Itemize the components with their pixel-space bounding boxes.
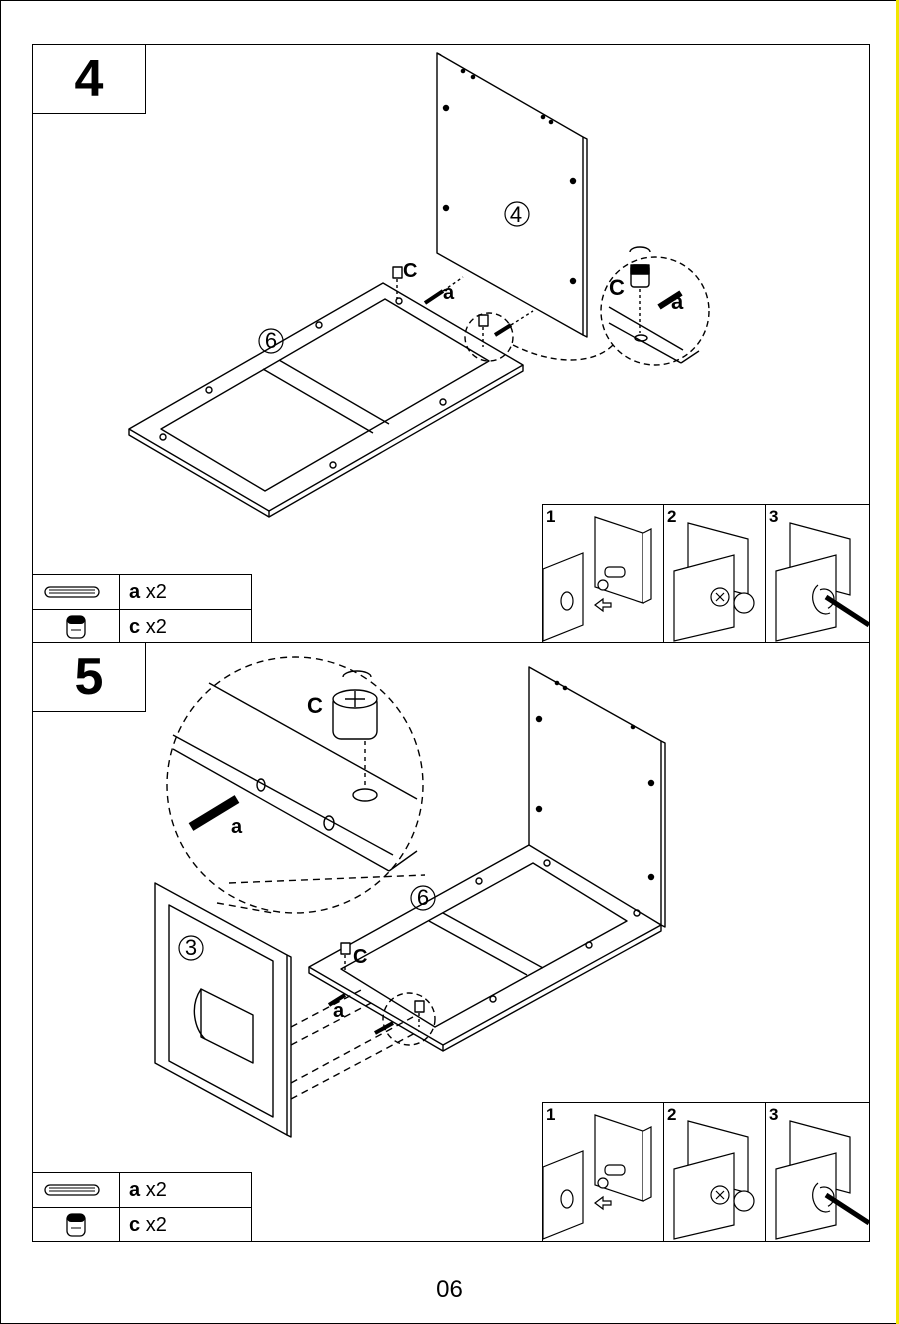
wood-dowel-icon (33, 1173, 120, 1207)
callout-cam: C (353, 946, 367, 968)
callout-dowel: a (443, 282, 455, 304)
part-qty: x2 (146, 1179, 167, 1201)
cam-lock-icon (33, 610, 120, 644)
part-letter: c (129, 616, 140, 638)
part-letter: a (129, 1179, 140, 1201)
parts-row-cam: c x2 (33, 1208, 251, 1242)
zoom-callout-cam: C (307, 693, 323, 718)
cam-lock-sequence: 1 2 (542, 1102, 869, 1241)
parts-row-dowel: a x2 (33, 1173, 251, 1208)
cam-lock-icon (33, 1208, 120, 1242)
sequence-step-2: 2 (664, 505, 766, 643)
callout-dowel: a (333, 1000, 345, 1022)
panel-label-base: 6 (265, 328, 277, 353)
zoom-callout-dowel: a (671, 289, 684, 314)
sequence-step-2: 2 (664, 1103, 766, 1241)
sequence-step-3: 3 (766, 505, 869, 643)
panel-label-moving: 4 (510, 202, 522, 227)
page-number: 06 (0, 1276, 899, 1304)
parts-list: a x2 c x2 (33, 574, 252, 643)
part-qty: x2 (146, 581, 167, 603)
step-number: 4 (33, 45, 146, 114)
zoom-callout-dowel: a (231, 816, 243, 838)
panel-label-moving: 3 (185, 935, 197, 960)
part-letter: a (129, 581, 140, 603)
parts-list: a x2 c x2 (33, 1172, 252, 1241)
zoom-callout-cam: C (609, 275, 625, 300)
panel-label-base: 6 (417, 885, 429, 910)
sequence-step-1: 1 (543, 1103, 664, 1241)
part-qty: x2 (146, 1214, 167, 1236)
step-5-panel: a C 6 3 C a 5 a x2 (32, 642, 870, 1242)
step-4-panel: 4 6 C a C a 4 a x2 (32, 44, 870, 644)
cam-lock-sequence: 1 2 (542, 504, 869, 643)
callout-cam: C (403, 260, 417, 282)
part-qty: x2 (146, 616, 167, 638)
parts-row-cam: c x2 (33, 610, 251, 644)
sequence-step-1: 1 (543, 505, 664, 643)
step-number: 5 (33, 643, 146, 712)
wood-dowel-icon (33, 575, 120, 609)
part-letter: c (129, 1214, 140, 1236)
parts-row-dowel: a x2 (33, 575, 251, 610)
sequence-step-3: 3 (766, 1103, 869, 1241)
